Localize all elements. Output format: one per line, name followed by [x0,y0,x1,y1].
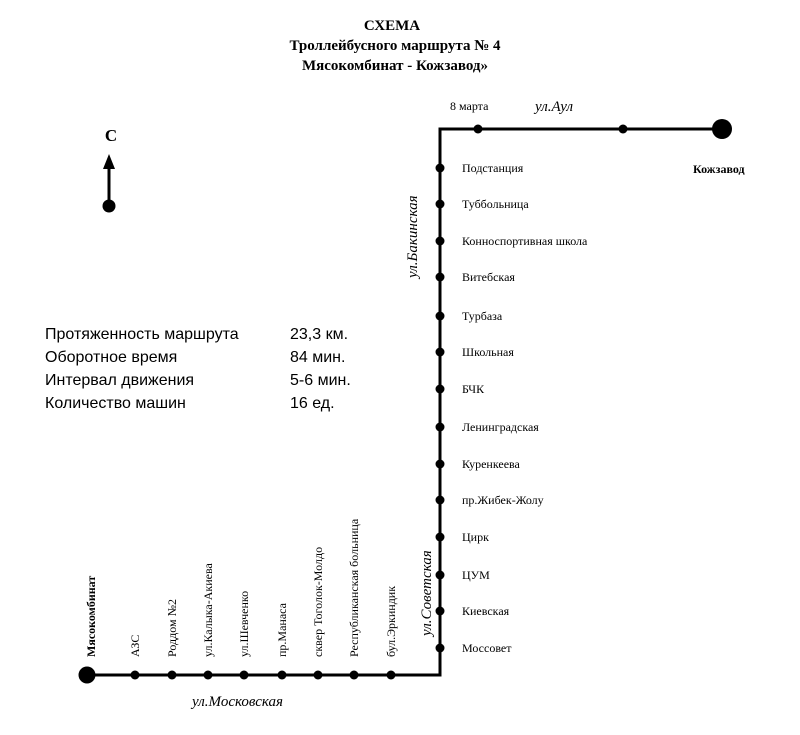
stop-dot [435,495,445,505]
stop-dot [349,670,359,680]
stop-label: Туббольница [462,197,529,211]
stop-dot [167,670,177,680]
compass-arrow-head [103,154,115,169]
stop-dot [435,236,445,246]
stop-dot [618,124,628,134]
terminal-end-label: Кожзавод [693,162,745,176]
stops-moskovskaya: АЗС Роддом №2 ул.Калыка-Акиева ул.Шевченко п… [128,518,398,680]
stop-dot [473,124,483,134]
stop-label: Витебская [462,270,515,284]
stop-label: Ленинградская [462,420,539,434]
street-bakinskaya: ул.Бакинская [405,195,421,280]
stop-label: Школьная [462,345,514,359]
stop-dot [435,311,445,321]
stop-dot [435,272,445,282]
stop-label: ЦУМ [462,568,490,582]
street-moskovskaya: ул.Московская [190,694,283,710]
vehicle-count-value: 16 ед. [290,395,335,412]
route-length-value: 23,3 км. [290,326,348,343]
stop-dot [435,532,445,542]
stop-dot [130,670,140,680]
stop-dot [435,199,445,209]
stop-label: Цирк [462,530,489,544]
terminal-end: Кожзавод [693,119,745,176]
stop-dot [435,163,445,173]
stop-label: Конноспортивная школа [462,234,588,248]
stop-dot [435,570,445,580]
route-length-label: Протяженность маршрута [45,326,239,343]
scheme-heading: СХЕМА [364,18,420,34]
stop-label: Турбаза [462,309,503,323]
route-line [87,127,722,677]
stops-aul: 8 марта [450,99,628,134]
stop-label: ул.Калыка-Акиева [201,562,215,657]
route-number-title: Троллейбусного маршрута № 4 [289,38,501,54]
interval-value: 5-6 мин. [290,372,351,389]
stop-label: бул.Эркиндик [384,586,398,657]
stop-dot [435,347,445,357]
terminal-start-dot [78,666,96,684]
north-label: С [105,126,117,145]
north-compass: С [102,126,117,213]
stop-label: Киевская [462,604,510,618]
interval-label: Интервал движения [45,372,194,389]
stop-dot [435,384,445,394]
stop-dot [435,606,445,616]
terminal-start: Мясокомбинат [78,576,98,684]
stop-dot [435,459,445,469]
stop-label: 8 марта [450,99,489,113]
stop-dot [203,670,213,680]
street-sovetskaya: ул.Советская [419,550,435,638]
stop-label: пр.Манаса [275,602,289,657]
stop-label: сквер Тоголок-Молдо [311,547,325,657]
turnaround-time-label: Оборотное время [45,349,177,366]
stop-dot [435,643,445,653]
stop-label: АЗС [128,635,142,657]
stop-dot [386,670,396,680]
stop-label: Роддом №2 [165,599,179,657]
stop-dot [313,670,323,680]
stop-label: ул.Шевченко [237,591,251,657]
turnaround-time-value: 84 мин. [290,349,345,366]
route-endpoints-title: Мясокомбинат - Кожзавод» [302,58,488,74]
terminal-end-dot [712,119,732,139]
stop-label: пр.Жибек-Жолу [462,493,544,507]
street-aul: ул.Аул [533,99,573,115]
stop-label: БЧК [462,382,485,396]
stop-label: Моссовет [462,641,512,655]
stop-dot [435,422,445,432]
stop-label: Куренкеева [462,457,521,471]
route-info: Протяженность маршрута 23,3 км. Оборотно… [45,326,351,412]
stop-dot [277,670,287,680]
vehicle-count-label: Количество машин [45,395,186,412]
terminal-start-label: Мясокомбинат [84,576,98,657]
stop-label: Республиканская больница [347,518,361,657]
stop-label: Подстанция [462,161,524,175]
stop-dot [239,670,249,680]
compass-dot [102,199,116,213]
